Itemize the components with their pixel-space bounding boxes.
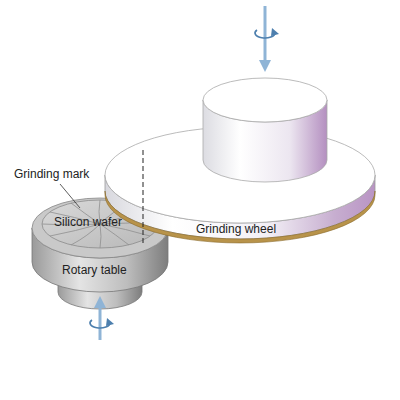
axis-arrow [264,6,267,62]
axis-arrowhead [259,60,271,72]
leader-line [60,184,80,208]
part-label: Silicon wafer [54,216,122,230]
part-label: Rotary table [62,264,127,278]
table-rotation-arrowhead [106,318,114,326]
dashed-axis [143,150,144,245]
hub-top [203,78,327,122]
table-axis-arrowhead [94,296,106,308]
table-axis-arrow [99,306,102,340]
rotation-arrowhead [271,28,279,36]
part-label: Grinding wheel [196,223,276,237]
part-label: Grinding mark [14,168,89,182]
